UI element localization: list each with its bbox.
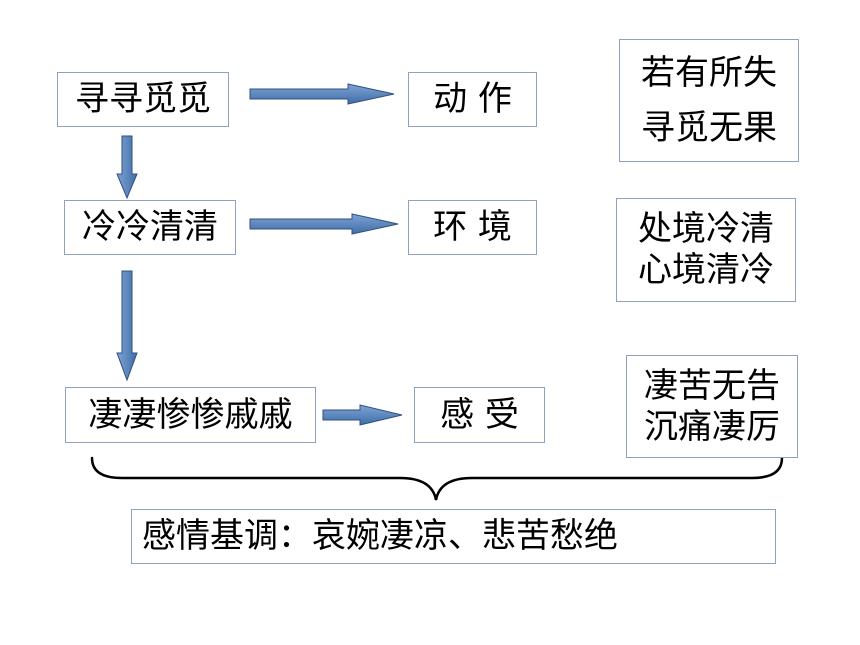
arrow-down-2 [116,270,138,382]
term-1-label: 寻寻觅觅 [75,79,211,120]
note-box-2: 处境冷清 心境清冷 [616,198,796,302]
arrow-down-1 [116,135,138,200]
note-box-1: 若有所失 寻觅无果 [619,39,799,162]
term-box-2: 冷冷清清 [64,200,236,255]
category-3-label: 感 受 [440,394,519,435]
category-box-1: 动 作 [408,72,537,127]
summary-text: 感情基调：哀婉凄凉、悲苦愁绝 [142,516,618,557]
category-box-2: 环 境 [408,200,537,255]
category-box-3: 感 受 [414,387,545,443]
summary-box: 感情基调：哀婉凄凉、悲苦愁绝 [131,509,776,564]
curly-brace [90,456,784,501]
category-1-label: 动 作 [433,79,512,120]
term-box-3: 凄凄惨惨戚戚 [65,387,316,443]
arrow-row2-right [249,213,399,235]
term-3-label: 凄凄惨惨戚戚 [88,394,293,435]
note-2-line-1: 处境冷清 [638,209,774,250]
arrow-row1-right [249,83,395,105]
category-2-label: 环 境 [433,207,512,248]
note-3-line-2: 沉痛凄厉 [644,406,780,447]
note-1-line-2: 寻觅无果 [641,107,777,148]
note-3-line-1: 凄苦无告 [644,365,780,406]
term-2-label: 冷冷清清 [82,207,218,248]
note-2-line-2: 心境清冷 [638,250,774,290]
term-box-1: 寻寻觅觅 [57,72,229,127]
arrow-row3-right [322,404,403,426]
note-1-line-1: 若有所失 [641,53,777,94]
note-box-3: 凄苦无告 沉痛凄厉 [626,355,798,458]
